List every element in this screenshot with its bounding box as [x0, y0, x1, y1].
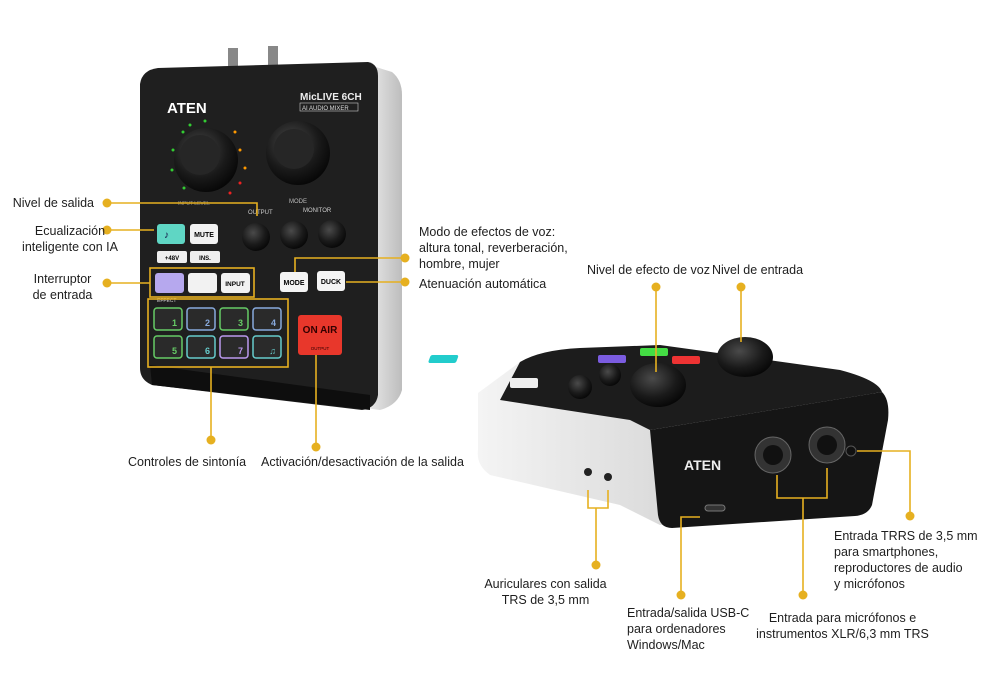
effect-pad-label: 2: [205, 318, 210, 328]
callout-trrs: Entrada TRRS de 3,5 mm para smartphones,…: [834, 528, 978, 592]
effect-pad-label: 5: [172, 346, 177, 356]
callout-lines: [107, 202, 911, 595]
output-knob[interactable]: [242, 223, 270, 251]
phantom-power-button[interactable]: [157, 251, 187, 263]
callout-line: reproductores de audio: [834, 561, 963, 575]
svg-text:OUTPUT: OUTPUT: [311, 346, 330, 351]
trrs-jack: [845, 445, 857, 457]
mode-button[interactable]: [280, 272, 308, 292]
mic-1-button[interactable]: [155, 273, 184, 293]
svg-text:ON AIR: ON AIR: [303, 325, 338, 336]
callout-ai-eq: Ecualización inteligente con IA: [5, 223, 135, 255]
headphone-jack-1: [584, 468, 592, 476]
monitor-knob-2[interactable]: [318, 220, 346, 248]
svg-text:♪: ♪: [164, 230, 169, 241]
brand-logo: ATEN: [167, 100, 207, 117]
callout-line: TRS de 3,5 mm: [501, 593, 590, 607]
monitor-knob[interactable]: [568, 375, 592, 399]
svg-text:INS.: INS.: [199, 256, 211, 262]
svg-text:MUTE: MUTE: [194, 232, 214, 239]
device-top-panel: [500, 345, 882, 430]
callout-on-air: Activación/desactivación de la salida: [261, 455, 464, 469]
callout-input-switch: Interruptor de entrada: [5, 271, 120, 303]
callout-line: de entrada: [32, 288, 93, 302]
callout-voice-mode: Modo de efectos de voz: altura tonal, re…: [419, 224, 568, 272]
model-subtitle: AI AUDIO MIXER: [302, 106, 349, 112]
left-mixer-device: ATEN MicLIVE 6CH AI AUDIO MIXER INPUT LE…: [140, 46, 402, 410]
callout-effect-level: Nivel de efecto de voz: [587, 263, 710, 277]
level-leds: [170, 119, 247, 195]
monitor-knob-1[interactable]: [280, 221, 308, 249]
callout-line: Ecualización: [34, 224, 106, 238]
callout-line: Entrada/salida USB-C: [627, 606, 750, 620]
duck-button[interactable]: [317, 271, 345, 291]
effect-pad-2[interactable]: [186, 307, 216, 331]
output-label: OUTPUT: [248, 210, 273, 216]
brand-logo: ATEN: [684, 457, 721, 473]
callout-line: Entrada para micrófonos e: [768, 611, 917, 625]
effect-pad-6[interactable]: [186, 335, 216, 359]
callout-xlr: Entrada para micrófonos e instrumentos X…: [755, 610, 930, 642]
callout-headphones: Auriculares con salida TRS de 3,5 mm: [478, 576, 613, 608]
top-connector: [228, 48, 238, 68]
effect-pad-3[interactable]: [219, 307, 249, 331]
callout-input-level: Nivel de entrada: [712, 263, 804, 277]
mode-knob[interactable]: [630, 363, 686, 407]
ai-eq-button[interactable]: [157, 224, 185, 244]
callout-line: Auriculares con salida: [484, 577, 607, 591]
effect-pads: 1 2 3 4 5 6 7 ♫: [153, 307, 282, 359]
top-connector: [268, 46, 278, 68]
effect-pad-5[interactable]: [153, 335, 183, 359]
callout-tuning-controls: Controles de sintonía: [128, 455, 247, 469]
effect-pad-label: 7: [238, 346, 243, 356]
model-name: MicLIVE 6CH: [300, 92, 362, 103]
mic-2-button[interactable]: [188, 273, 217, 293]
right-mixer-device: ATEN: [428, 337, 889, 528]
callout-line: Windows/Mac: [627, 638, 705, 652]
effect-pad-label: 4: [271, 318, 276, 328]
effect-pad-4[interactable]: [252, 307, 282, 331]
callout-line: instrumentos XLR/6,3 mm TRS: [756, 627, 929, 641]
callout-line: Interruptor: [33, 272, 92, 286]
callout-line: y micrófonos: [834, 577, 905, 591]
effect-pad-7[interactable]: [219, 335, 249, 359]
callout-line: hombre, mujer: [419, 257, 500, 271]
effect-pad-1[interactable]: [153, 307, 183, 331]
callout-usbc: Entrada/salida USB-C para ordenadores Wi…: [627, 605, 749, 653]
usb-c-port: [704, 504, 726, 512]
callout-output-level: Nivel de salida: [12, 196, 94, 210]
callout-line: para ordenadores: [627, 622, 726, 636]
output-knob[interactable]: [599, 364, 621, 386]
callout-line: inteligente con IA: [22, 240, 118, 254]
effect-pad-8[interactable]: [252, 335, 282, 359]
callout-duck: Atenuación automática: [419, 277, 547, 291]
svg-text:DUCK: DUCK: [321, 279, 341, 286]
callout-dots: [102, 198, 915, 600]
mode-knob-label: MODE: [289, 199, 307, 205]
input-level-knob[interactable]: [717, 337, 773, 377]
callout-line: Entrada TRRS de 3,5 mm: [834, 529, 978, 543]
monitor-label: MONITOR: [303, 208, 332, 214]
callout-line: altura tonal, reverberación,: [419, 241, 568, 255]
on-air-button[interactable]: [298, 315, 342, 355]
svg-text:MODE: MODE: [284, 280, 305, 287]
input-button[interactable]: [221, 273, 250, 293]
svg-text:+48V: +48V: [165, 256, 179, 262]
input-level-label: INPUT LEVEL: [178, 201, 210, 207]
headphone-jack-2: [604, 473, 612, 481]
insert-button[interactable]: [190, 251, 220, 263]
callout-line: para smartphones,: [834, 545, 939, 559]
mute-button[interactable]: [190, 224, 218, 244]
callout-line: Modo de efectos de voz:: [419, 225, 556, 239]
effect-pad-label: 1: [172, 318, 177, 328]
effect-label: EFFECT: [157, 298, 176, 304]
effect-pad-label: 3: [238, 318, 243, 328]
svg-text:INPUT: INPUT: [225, 281, 245, 288]
effect-pad-label: ♫: [269, 346, 276, 356]
effect-pad-label: 6: [205, 346, 210, 356]
